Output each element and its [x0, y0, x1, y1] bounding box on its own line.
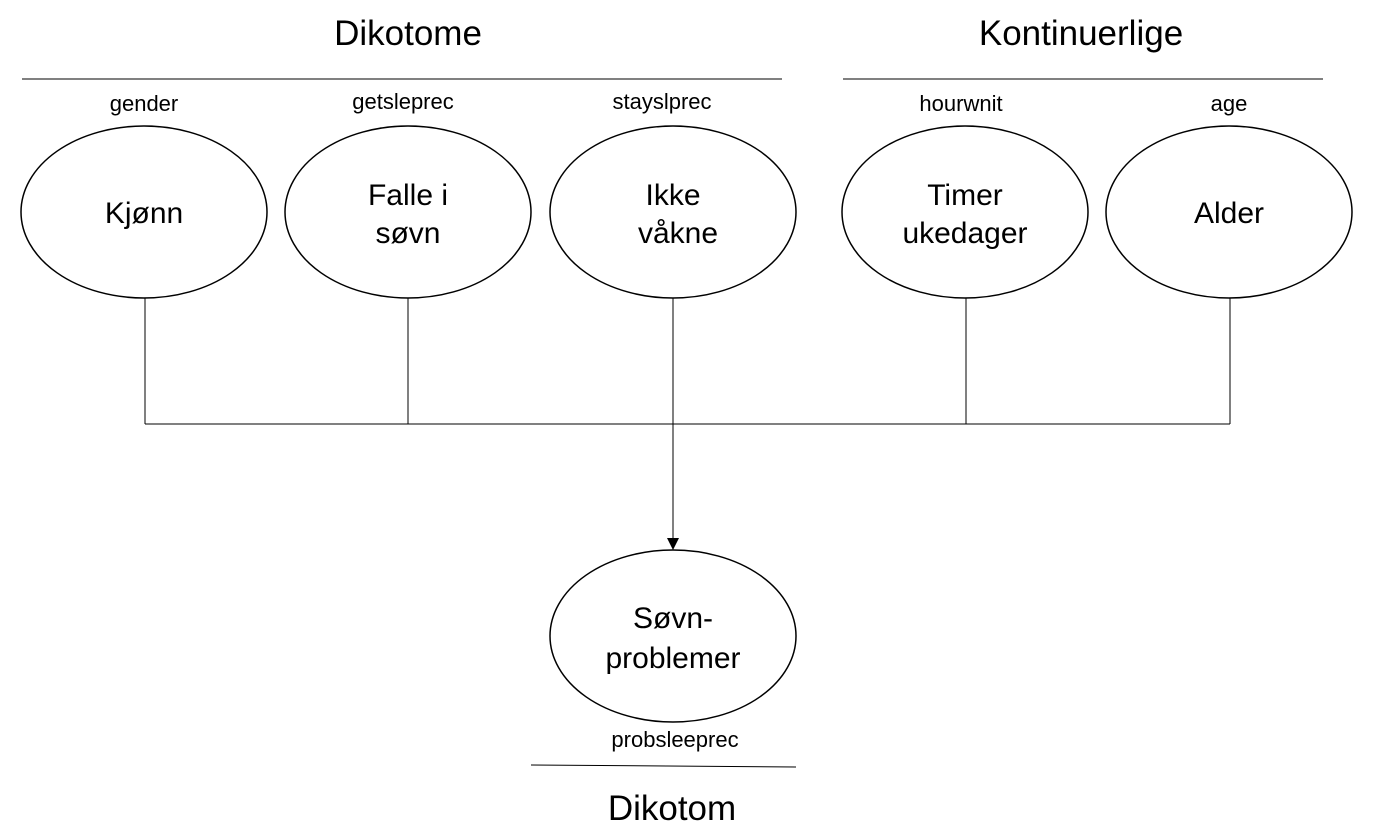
node-getsleprec: Falle i søvn	[284, 125, 532, 299]
node-code-gender: gender	[110, 91, 179, 116]
outcome-rule	[530, 764, 797, 768]
node-ellipse-getsleprec	[284, 125, 532, 299]
node-label-outcome-line1: Søvn-	[633, 602, 713, 635]
node-age: Alder	[1105, 125, 1353, 299]
node-ellipse-age	[1105, 125, 1353, 299]
node-ellipse-hourwnit	[841, 125, 1089, 299]
node-label-getsleprec-line2: søvn	[375, 217, 440, 250]
arrowhead-icon	[667, 538, 679, 550]
node-label-age: Alder	[1194, 197, 1264, 230]
node-label-stayslprec-line2: våkne	[638, 217, 718, 250]
group-title-dichotomous: Dikotome	[334, 14, 482, 53]
node-outcome: Søvn- problemer	[549, 549, 797, 723]
node-code-stayslprec: stayslprec	[612, 89, 711, 114]
node-code-hourwnit: hourwnit	[919, 91, 1002, 116]
node-code-age: age	[1211, 91, 1248, 116]
node-label-hourwnit-line1: Timer	[927, 179, 1003, 212]
node-ellipse-gender	[20, 125, 268, 299]
node-code-getsleprec: getsleprec	[352, 89, 454, 114]
node-ellipse-stayslprec	[549, 125, 797, 299]
node-stayslprec: Ikke våkne	[549, 125, 797, 299]
node-hourwnit: Timer ukedager	[841, 125, 1089, 299]
group-title-continuous: Kontinuerlige	[979, 14, 1183, 53]
node-label-getsleprec-line1: Falle i	[368, 179, 448, 212]
node-label-outcome-line2: problemer	[605, 642, 740, 675]
node-label-stayslprec-line1: Ikke	[645, 179, 700, 212]
outcome-type-title: Dikotom	[608, 789, 736, 828]
node-ellipse-outcome	[549, 549, 797, 723]
node-gender: Kjønn	[20, 125, 268, 299]
outcome-code: probsleeprec	[611, 727, 738, 752]
node-label-gender: Kjønn	[105, 197, 183, 230]
node-label-hourwnit-line2: ukedager	[902, 217, 1027, 250]
